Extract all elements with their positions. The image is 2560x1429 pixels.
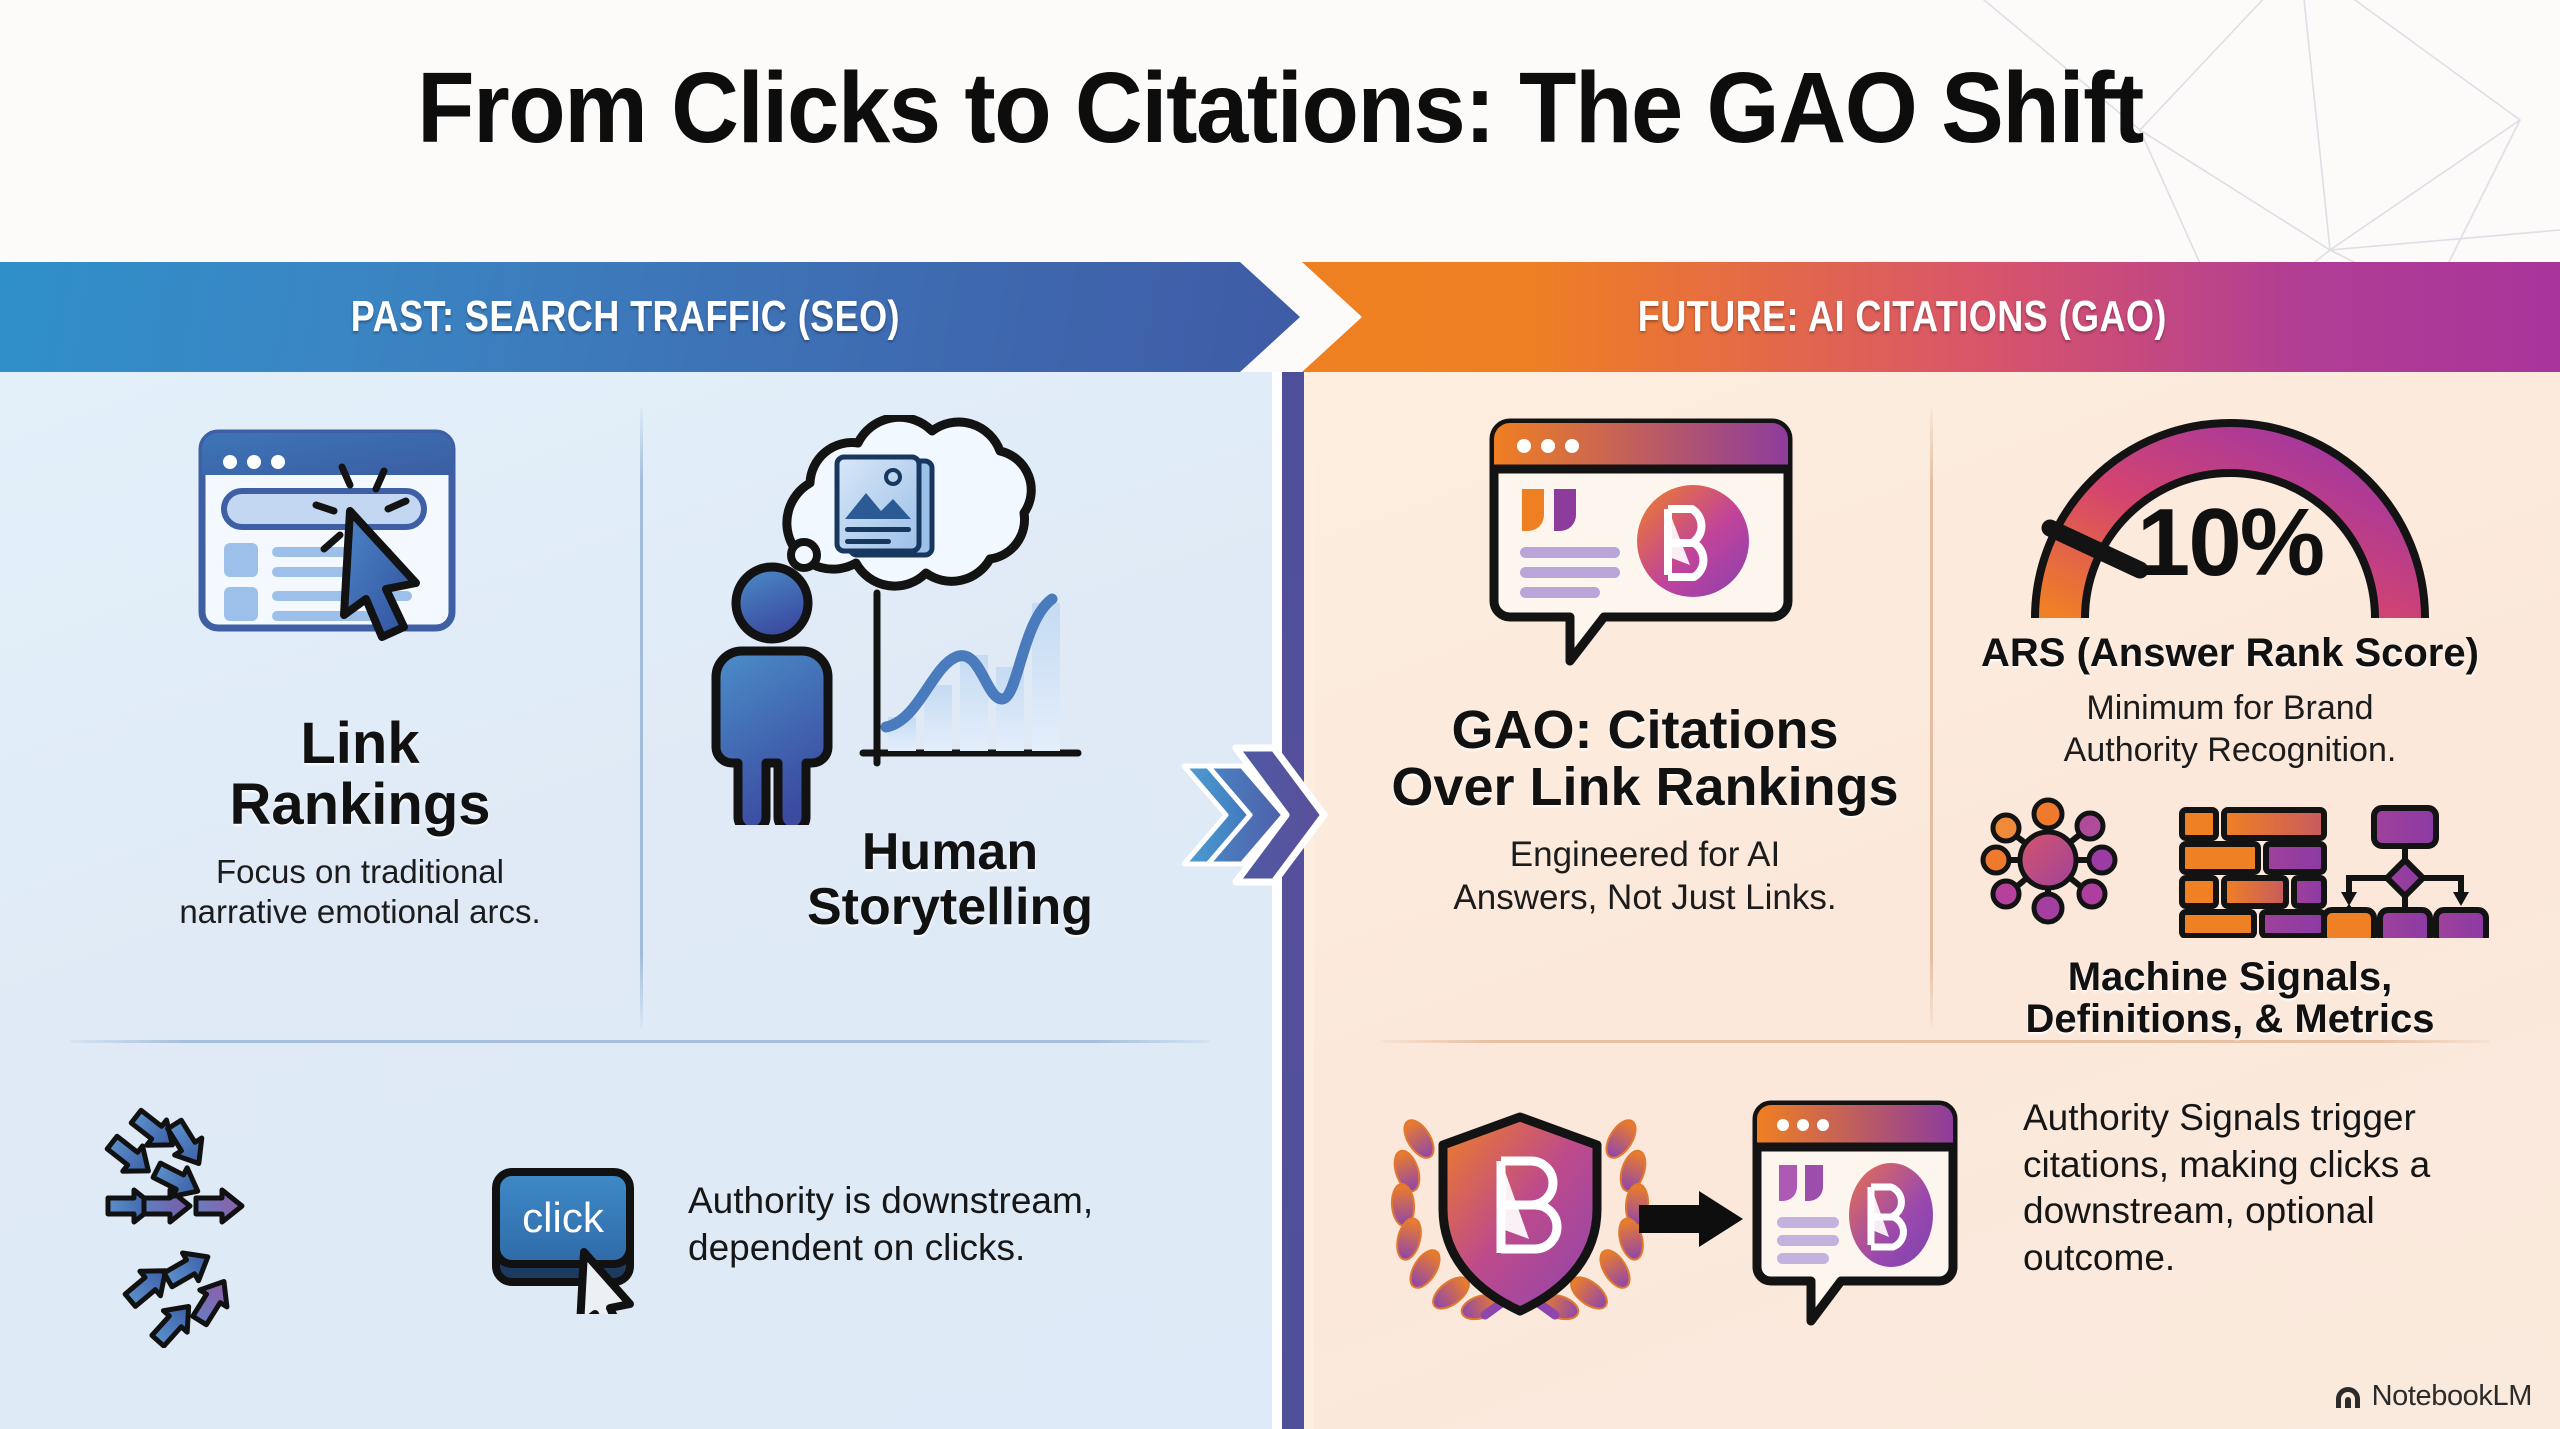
panel-seam-divider <box>1282 372 1304 1429</box>
citation-speech-bubble-icon <box>1489 418 1793 666</box>
authority-signals-caption-line1: Authority Signals trigger <box>2023 1097 2416 1138</box>
transition-chevrons-icon <box>1181 744 1328 886</box>
cell-click-flow: click Authority is downstream, dependent… <box>100 1090 1240 1348</box>
cell-machine-signals: Machine Signals, Definitions, & Metrics <box>1960 788 2500 1041</box>
link-rankings-title-line1: Link <box>300 711 420 776</box>
link-rankings-sub-line1: Focus on traditional <box>216 852 504 890</box>
gao-citations-sub-line1: Engineered for AI <box>1509 835 1781 875</box>
gao-citations-sub-line2: Answers, Not Just Links. <box>1453 878 1837 918</box>
page-title: From Clicks to Citations: The GAO Shift <box>417 52 2144 164</box>
band-future-label: FUTURE: AI CITATIONS (GAO) <box>1637 292 2167 341</box>
cell-human-storytelling: Human Storytelling <box>690 415 1210 935</box>
divider-left-vertical <box>640 408 643 1028</box>
authority-signals-caption-line4: outcome. <box>2023 1236 2176 1278</box>
click-button[interactable]: click <box>488 1164 634 1344</box>
notebooklm-watermark-text: NotebookLM <box>2371 1380 2533 1412</box>
click-flow-caption-line2: dependent on clicks. <box>688 1226 1026 1268</box>
band-past-seo: PAST: SEARCH TRAFFIC (SEO) <box>0 262 1300 372</box>
panel-seam-highlight <box>1272 372 1284 1429</box>
link-rankings-title-line2: Rankings <box>229 772 491 838</box>
ars-gauge-label: ARS (Answer Rank Score) <box>1981 631 2479 675</box>
machine-signals-title-line1: Machine Signals, <box>2067 955 2393 999</box>
authority-signals-caption-line2: citations, making clicks a <box>2023 1143 2431 1185</box>
panel-seam-highlight-right <box>1304 372 1314 1429</box>
authority-signals-caption-line3: downstream, optional <box>2023 1190 2375 1232</box>
ars-gauge-sub-line1: Minimum for Brand <box>2086 689 2374 728</box>
click-flow-caption: Authority is downstream, dependent on cl… <box>688 1178 1248 1271</box>
human-storytelling-title-line1: Human <box>861 823 1039 881</box>
ars-gauge-value: 10% <box>2136 489 2325 596</box>
machine-signals-title-line2: Definitions, & Metrics <box>2025 997 2435 1042</box>
authority-signals-caption: Authority Signals trigger citations, mak… <box>2023 1095 2523 1281</box>
band-future-gao: FUTURE: AI CITATIONS (GAO) <box>1302 262 2560 372</box>
divider-right-vertical <box>1930 408 1933 1028</box>
gao-citations-title-line1: GAO: Citations <box>1451 700 1839 760</box>
browser-window-cursor-click-icon <box>198 429 456 641</box>
notebooklm-watermark: NotebookLM <box>2333 1380 2532 1413</box>
gauge-meter-icon <box>2031 419 2429 619</box>
click-flow-caption-line1: Authority is downstream, <box>688 1180 1094 1221</box>
laurel-shield-badge-icon <box>1390 1112 1650 1321</box>
cell-authority-signals: Authority Signals trigger citations, mak… <box>1385 1085 2505 1345</box>
arrow-right-icon <box>1639 1191 1743 1247</box>
citation-card-icon <box>1752 1100 1958 1326</box>
human-storytelling-title-line2: Storytelling <box>806 878 1094 937</box>
cell-link-rankings: Link Rankings Focus on traditional narra… <box>140 415 580 932</box>
gao-citations-title-line2: Over Link Rankings <box>1391 757 1899 818</box>
link-rankings-sub-line2: narrative emotional arcs. <box>179 893 541 931</box>
notebooklm-logo-icon <box>2335 1386 2360 1408</box>
cell-gao-citations: GAO: Citations Over Link Rankings Engine… <box>1380 415 1910 920</box>
divider-right-horizontal <box>1380 1040 2490 1043</box>
ars-gauge-sub-line2: Authority Recognition. <box>2063 730 2397 769</box>
divider-left-horizontal <box>70 1040 1210 1043</box>
band-past-label: PAST: SEARCH TRAFFIC (SEO) <box>350 292 900 341</box>
click-button-label: click <box>522 1194 605 1241</box>
cell-ars-gauge: 10% ARS (Answer Rank Score) Minimum for … <box>1960 418 2500 771</box>
title-area: From Clicks to Citations: The GAO Shift <box>0 0 2560 262</box>
machine-signals-icons-group <box>1980 797 2489 938</box>
person-thought-bubble-chart-icon <box>711 415 1082 825</box>
many-arrows-converging-icon <box>104 1107 245 1348</box>
